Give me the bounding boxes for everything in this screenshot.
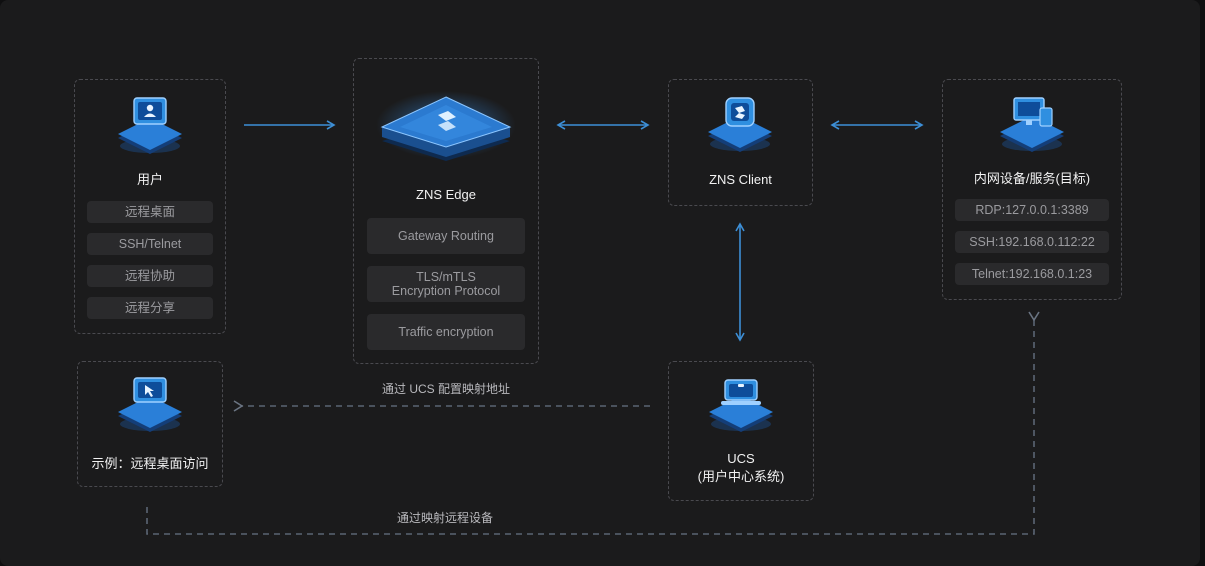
- client-app-icon: [708, 97, 772, 152]
- target-title: 内网设备/服务(目标): [973, 171, 1091, 186]
- edge-title: ZNS Edge: [416, 187, 476, 202]
- target-item-ssh: SSH:192.168.0.112:22: [955, 231, 1109, 253]
- user-monitor-icon: [118, 97, 182, 154]
- user-item-remote-desktop: 远程桌面: [87, 201, 213, 223]
- ucs-subtitle: (用户中心系统): [697, 469, 785, 484]
- user-title: 用户: [136, 172, 163, 187]
- client-node: ZNS Client: [668, 79, 813, 206]
- edge-item-traffic-encryption: Traffic encryption: [367, 314, 525, 350]
- target-item-telnet: Telnet:192.168.0.1:23: [955, 263, 1109, 285]
- target-item-rdp: RDP:127.0.0.1:3389: [955, 199, 1109, 221]
- target-node: 内网设备/服务(目标) RDP:127.0.0.1:3389 SSH:192.1…: [942, 79, 1122, 300]
- edge-item-gateway-routing: Gateway Routing: [367, 218, 525, 254]
- ucs-node: UCS (用户中心系统): [668, 361, 814, 501]
- user-item-remote-share: 远程分享: [87, 297, 213, 319]
- edge-item-tls-line1: TLS/mTLS: [416, 270, 476, 284]
- edge-platform-icon: [376, 91, 516, 161]
- user-item-ssh-telnet: SSH/Telnet: [87, 233, 213, 255]
- user-item-remote-assist: 远程协助: [87, 265, 213, 287]
- edge-item-tls-line2: Encryption Protocol: [391, 284, 501, 298]
- cursor-monitor-icon: [118, 377, 182, 432]
- target-devices-icon: [1000, 97, 1064, 152]
- edge-item-tls: TLS/mTLS Encryption Protocol: [367, 266, 525, 302]
- example-node: 示例：远程桌面访问: [77, 361, 223, 487]
- edge-node: ZNS Edge Gateway Routing TLS/mTLS Encryp…: [353, 58, 539, 364]
- ucs-title: UCS: [727, 451, 755, 466]
- caption-remote-mapping: 通过映射远程设备: [397, 511, 494, 525]
- caption-ucs-mapping: 通过 UCS 配置映射地址: [382, 382, 511, 396]
- arrow-example-to-target: [146, 311, 1040, 535]
- laptop-icon: [709, 379, 773, 432]
- client-title: ZNS Client: [709, 172, 772, 187]
- user-node: 用户 远程桌面 SSH/Telnet 远程协助 远程分享: [74, 79, 226, 334]
- example-title: 示例：远程桌面访问: [91, 456, 209, 471]
